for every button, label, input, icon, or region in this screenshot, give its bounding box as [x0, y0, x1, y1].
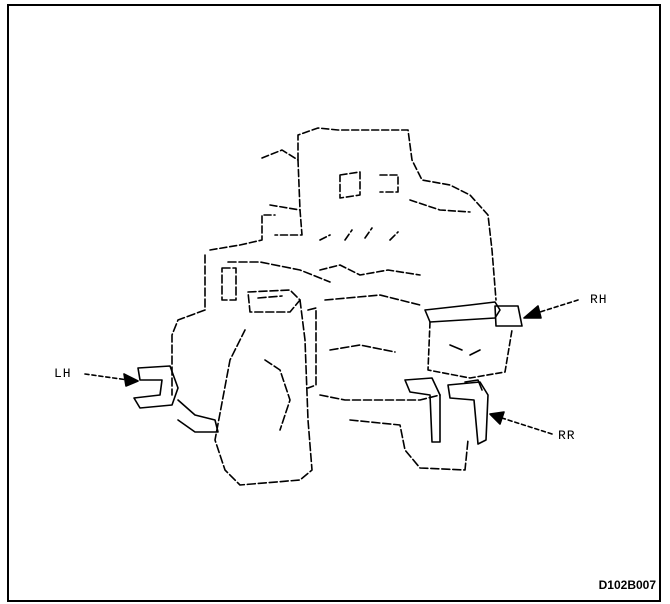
rh-mount [424, 301, 523, 379]
lh-leader-arrow [84, 373, 139, 387]
rr-mount-brackets [404, 377, 489, 445]
lh-mount-bracket [133, 365, 219, 433]
rr-label: RR [558, 428, 576, 443]
rh-label: RH [590, 292, 608, 307]
rr-leader-arrow [489, 411, 553, 435]
engine-upper-housing [209, 127, 497, 301]
rh-leader-arrow [523, 299, 579, 319]
figure-code: D102B007 [598, 578, 656, 592]
figure-frame [7, 4, 661, 602]
lh-label: LH [54, 366, 72, 381]
engine-left-body [171, 254, 469, 486]
